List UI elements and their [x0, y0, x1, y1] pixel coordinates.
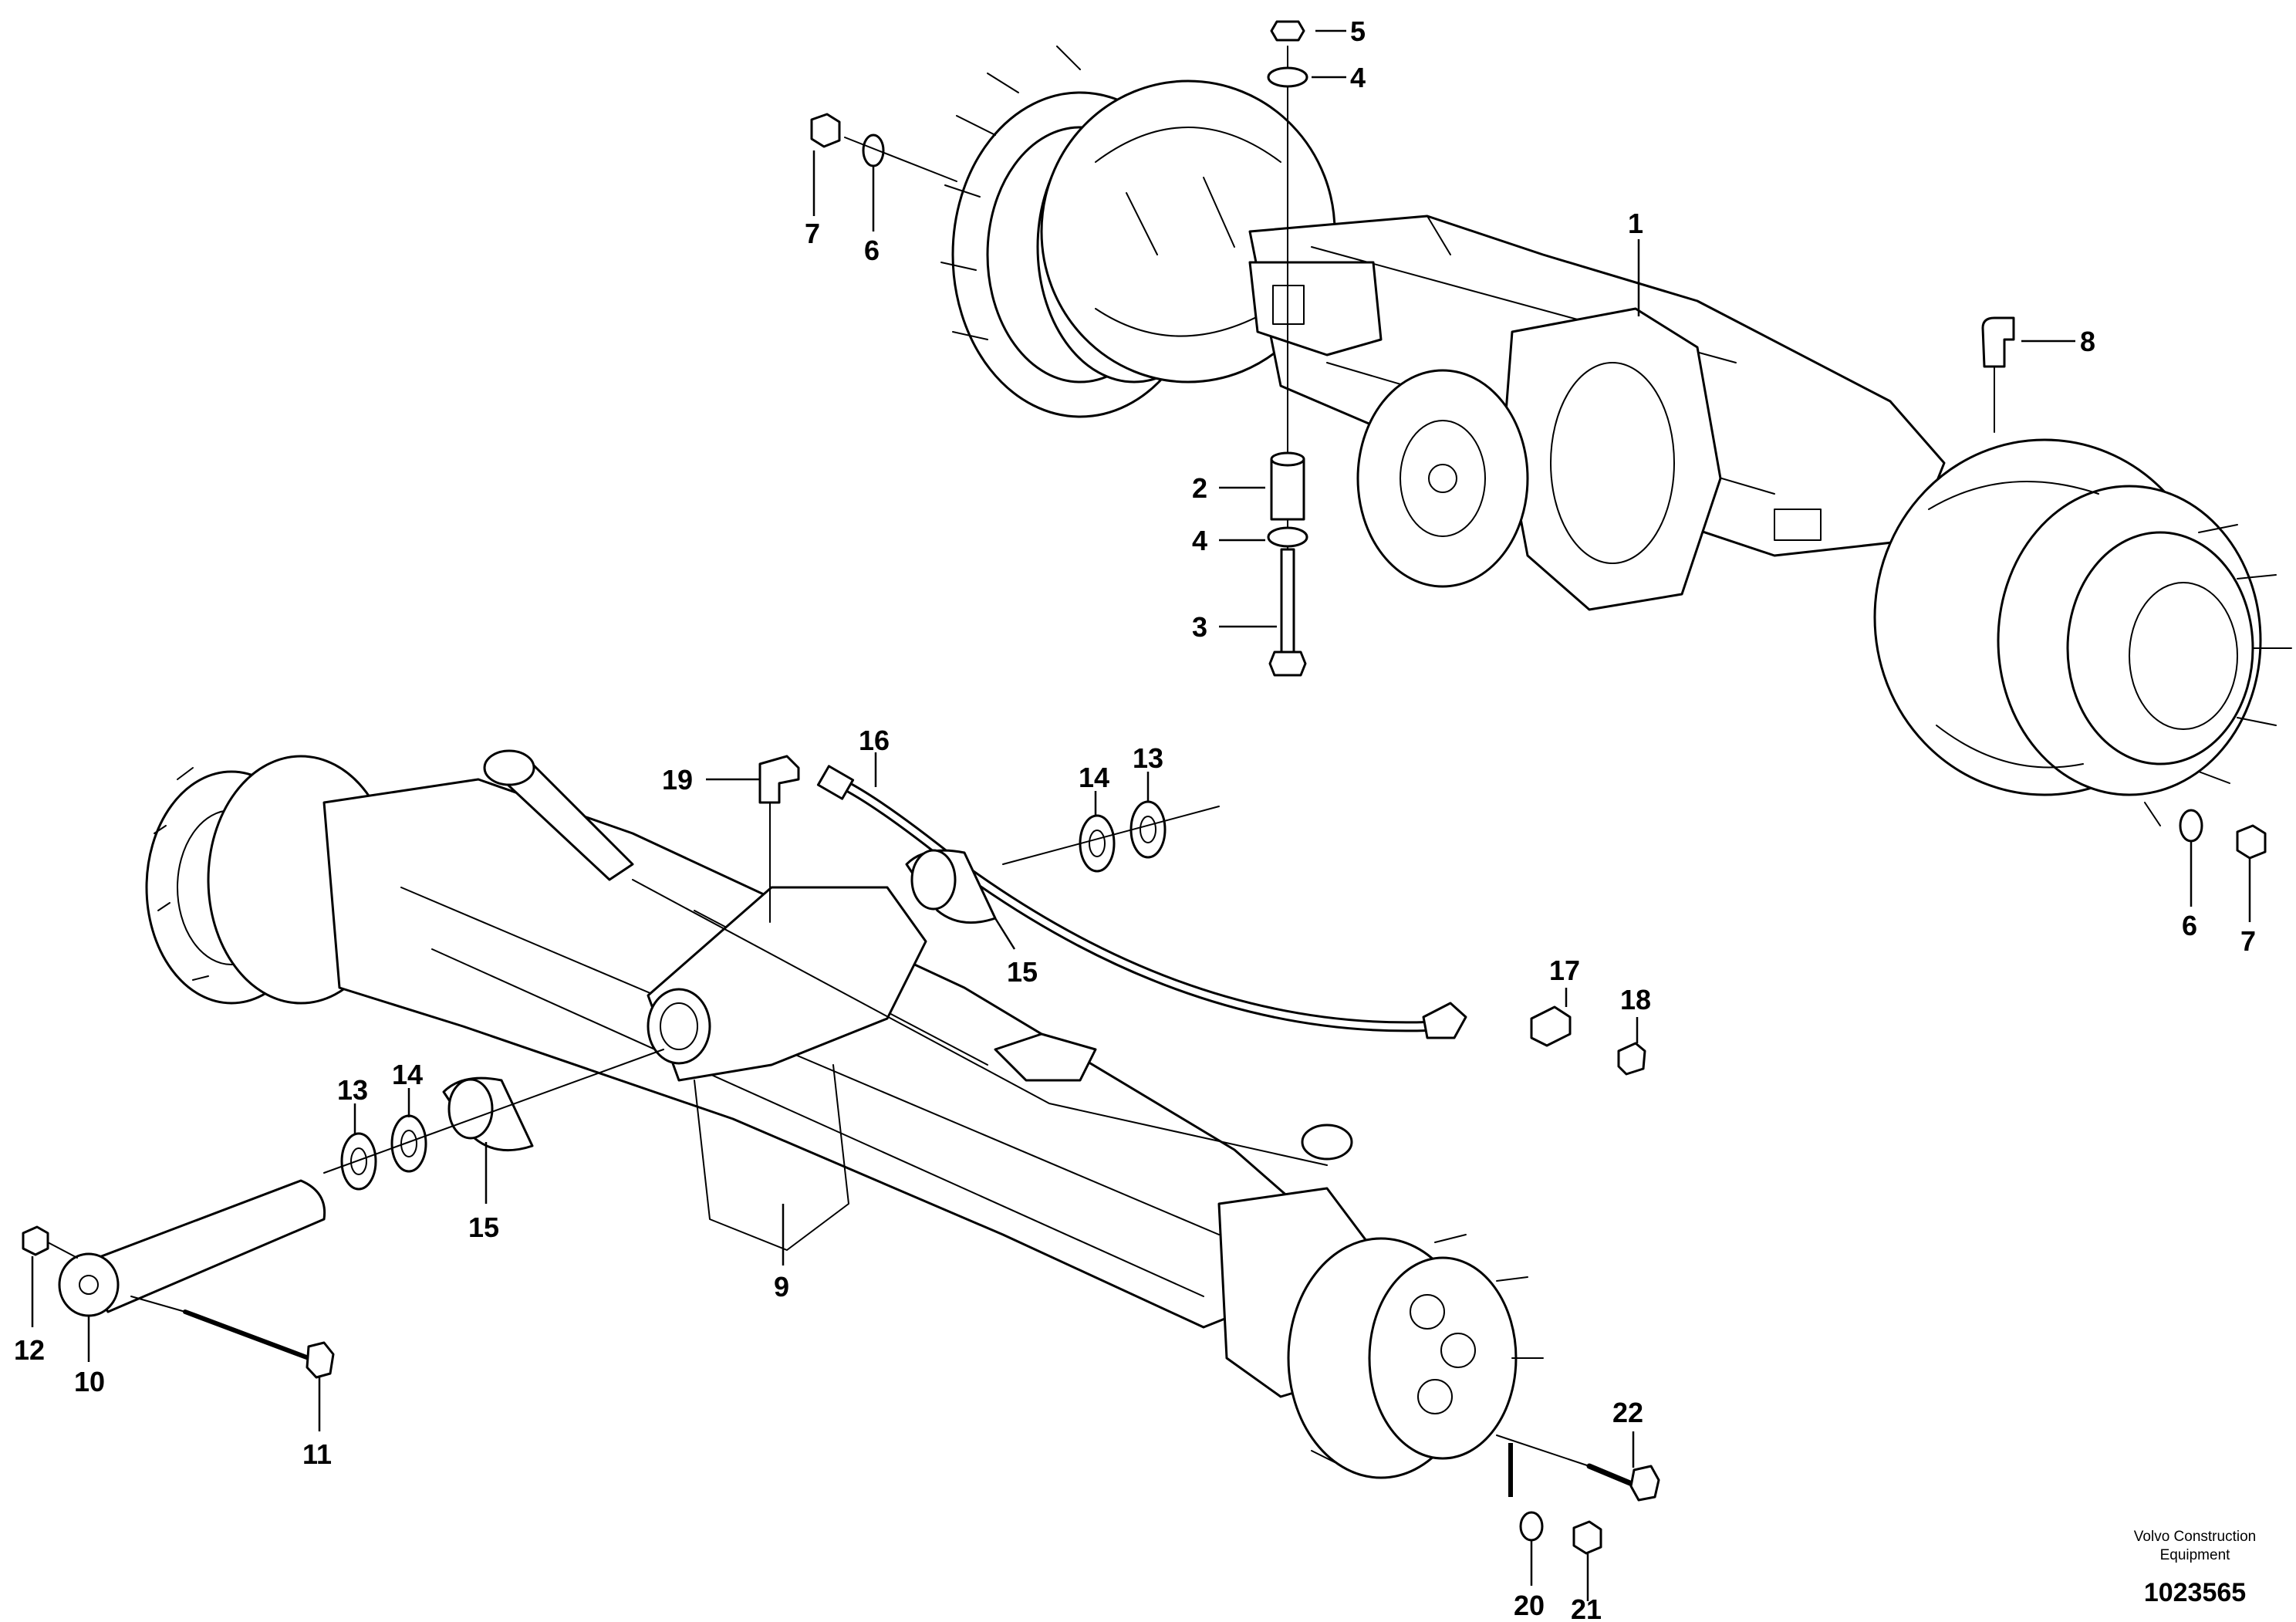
callout-19: 19	[662, 764, 693, 796]
callout-15: 15	[468, 1211, 499, 1243]
callout-2: 2	[1192, 472, 1207, 504]
callout-10: 10	[74, 1366, 105, 1397]
front-axle-assembly	[145, 749, 1544, 1479]
callout-8: 8	[2080, 326, 2095, 357]
rear-axle-assembly	[940, 46, 2292, 826]
hub-bolt-set	[1496, 1434, 1660, 1555]
thrust-washers-lower	[323, 1049, 664, 1191]
callout-6: 6	[864, 235, 880, 266]
callout-13: 13	[1133, 742, 1163, 774]
callout-15: 15	[1007, 956, 1038, 988]
rear-left-fasteners	[810, 113, 957, 182]
callout-18: 18	[1620, 984, 1651, 1015]
rear-right-fasteners	[2179, 809, 2267, 860]
breather-elbow	[1981, 316, 2015, 433]
callout-4: 4	[1350, 62, 1366, 93]
document-stamp: Volvo Construction Equipment 1023565	[2134, 1529, 2256, 1607]
mounting-pin-stack	[1267, 20, 1308, 677]
brand-line-1: Volvo Construction	[2134, 1529, 2256, 1545]
callout-7: 7	[805, 218, 820, 249]
callout-9: 9	[774, 1271, 789, 1303]
callout-13: 13	[337, 1074, 368, 1106]
elbow-fitting	[758, 755, 800, 923]
callout-leaders	[31, 29, 2251, 1601]
callout-14: 14	[392, 1059, 423, 1090]
callout-16: 16	[859, 725, 890, 756]
brand-line-2: Equipment	[2160, 1547, 2231, 1563]
callout-20: 20	[1514, 1590, 1545, 1621]
callout-17: 17	[1549, 955, 1580, 986]
callout-14: 14	[1079, 762, 1109, 793]
callout-11: 11	[302, 1438, 332, 1470]
callout-5: 5	[1350, 15, 1366, 47]
callout-6: 6	[2182, 910, 2197, 941]
callout-21: 21	[1571, 1593, 1602, 1622]
pivot-pin	[22, 1179, 335, 1379]
callout-4: 4	[1192, 525, 1207, 556]
hose-fittings	[1530, 1005, 1646, 1076]
callout-7: 7	[2240, 925, 2256, 957]
callout-labels: 5 4 1 8 2 4 3 7 6 6 7 19 16 14 13 15 17 …	[14, 15, 2256, 1622]
callout-12: 12	[14, 1334, 45, 1366]
callout-3: 3	[1192, 611, 1207, 643]
document-number: 1023565	[2144, 1578, 2246, 1607]
callout-1: 1	[1628, 208, 1643, 239]
thrust-washers-upper	[1002, 800, 1220, 873]
callout-22: 22	[1612, 1397, 1643, 1428]
